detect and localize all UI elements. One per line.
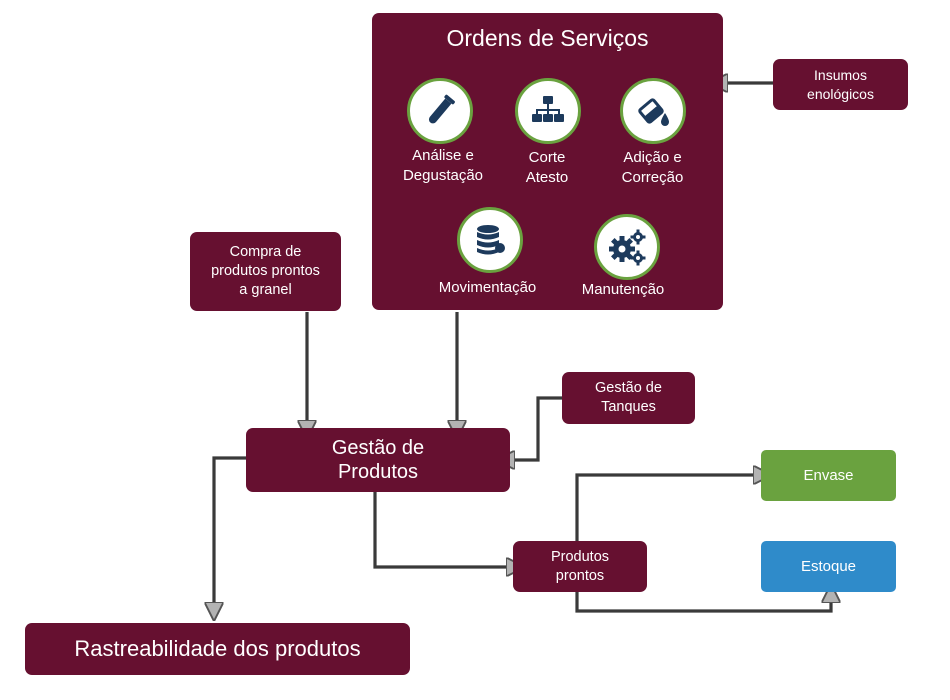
test-tube-icon [407, 78, 473, 144]
rastreabilidade-box: Rastreabilidade dos produtos [25, 623, 410, 675]
rastreabilidade-label: Rastreabilidade dos produtos [74, 636, 361, 661]
produtos-prontos-box: Produtos prontos [513, 541, 647, 592]
arrow-gestao-to-rastreabilidade [214, 456, 246, 618]
produtos-prontos-label: Produtos prontos [550, 548, 610, 584]
corte-atesto-label: Corte Atesto [525, 149, 569, 187]
paint-bucket-icon [620, 78, 686, 144]
gestao-tanques-label: Gestão de Tanques [595, 380, 662, 415]
ordens-servicos-title: Ordens de Serviços [446, 25, 649, 51]
insumos-enologicos-box: Insumos enológicos [773, 59, 908, 110]
gears-icon [594, 214, 660, 280]
arrow-gestao-to-produtos-prontos [373, 492, 522, 567]
arrow-produtos-to-estoque [575, 587, 831, 613]
manutencao-label: Manutenção [581, 281, 665, 298]
arrow-produtos-to-envase [575, 475, 769, 541]
movimentacao-label: Movimentação [438, 279, 537, 296]
gestao-tanques-box: Gestão de Tanques [562, 372, 695, 424]
arrow-tanques-to-gestao [499, 396, 562, 460]
gestao-produtos-box: Gestão de Produtos [246, 428, 510, 492]
compra-produtos-box: Compra de produtos prontos a granel [190, 232, 341, 311]
estoque-label: Estoque [800, 558, 857, 575]
analise-degustacao-label: Análise e Degustação [402, 147, 484, 185]
ordens-servicos-box: Ordens de Serviços [372, 13, 723, 310]
estoque-box: Estoque [761, 541, 896, 592]
database-icon [457, 207, 523, 273]
envase-label: Envase [803, 467, 854, 484]
compra-produtos-label: Compra de produtos prontos a granel [211, 244, 320, 298]
insumos-enologicos-label: Insumos enológicos [807, 67, 874, 102]
envase-box: Envase [761, 450, 896, 501]
hierarchy-icon [515, 78, 581, 144]
adicao-correcao-label: Adição e Correção [621, 149, 684, 187]
gestao-produtos-label: Gestão de Produtos [331, 437, 425, 483]
